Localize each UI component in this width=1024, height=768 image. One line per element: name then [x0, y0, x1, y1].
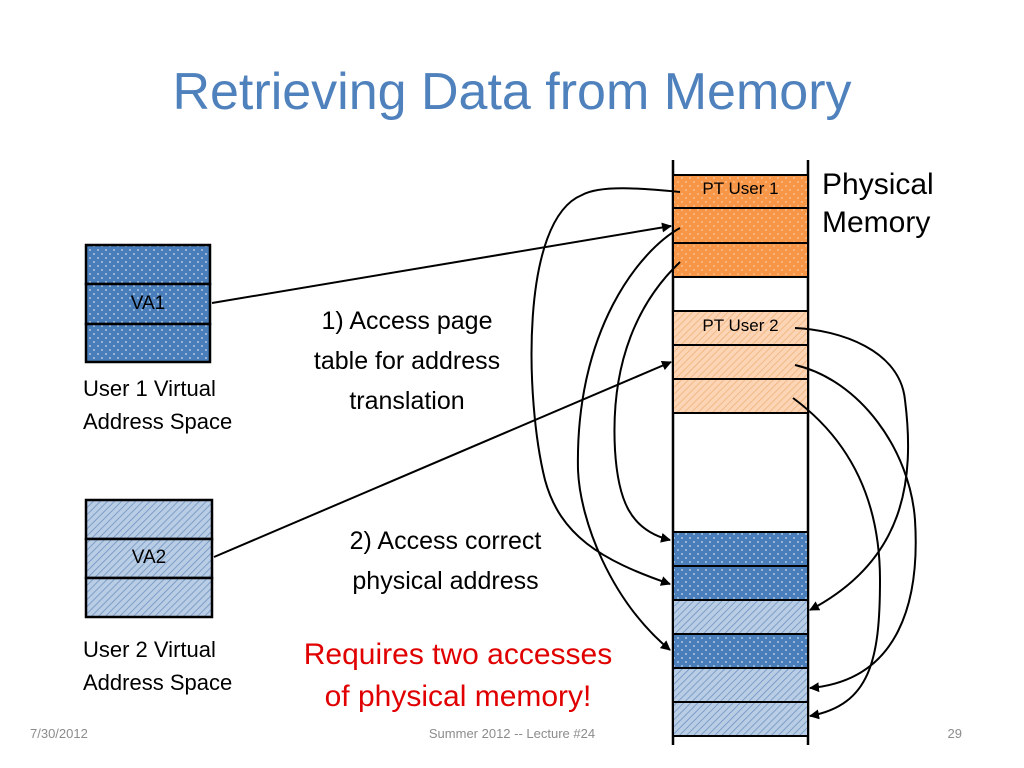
va2-label: VA2 [131, 547, 167, 568]
physical-memory-label-line1: Physical [822, 168, 934, 201]
step2-line2: physical address [352, 567, 539, 595]
step2-line1: 2) Access correct [349, 527, 542, 555]
user2-caption-line2: Address Space [83, 670, 233, 695]
pt-user1-label: PT User 1 [702, 179, 779, 198]
step2-text: 2) Access correct physical address [318, 521, 573, 601]
va1-label: VA1 [130, 293, 166, 314]
requires-two-accesses-note: Requires two accesses of physical memory… [268, 634, 648, 718]
step1-line1: 1) Access page [321, 307, 493, 335]
note-line2: of physical memory! [324, 680, 592, 713]
user2-caption: User 2 Virtual Address Space [83, 633, 232, 699]
step1-line2: table for address [313, 347, 501, 375]
note-line1: Requires two accesses [303, 638, 613, 671]
pt-user2-label: PT User 2 [702, 316, 779, 335]
user2-address-space [84, 498, 214, 619]
footer-center: Summer 2012 -- Lecture #24 [428, 726, 596, 741]
physical-memory-label-line2: Memory [822, 206, 931, 239]
step1-text: 1) Access page table for address transla… [282, 301, 532, 421]
user1-caption-line2: Address Space [83, 409, 233, 434]
footer-date: 7/30/2012 [30, 726, 88, 741]
user1-address-space [84, 243, 212, 364]
user1-caption-line1: User 1 Virtual [83, 376, 216, 401]
physical-memory-column [671, 160, 810, 745]
footer-page-number: 29 [947, 726, 962, 741]
translation-arrows [211, 187, 917, 720]
slide-title: Retrieving Data from Memory [172, 63, 852, 121]
user2-caption-line1: User 2 Virtual [83, 637, 216, 662]
user1-caption: User 1 Virtual Address Space [83, 372, 232, 438]
step1-line3: translation [349, 387, 465, 415]
physical-memory-label: Physical Memory [822, 166, 934, 242]
